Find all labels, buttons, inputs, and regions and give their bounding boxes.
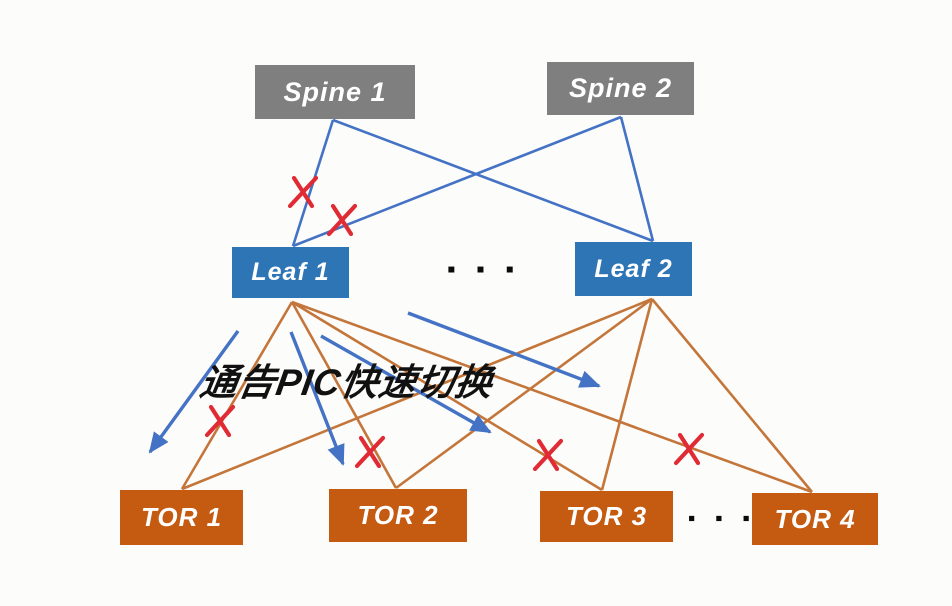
pic-switchover-arrow — [320, 334, 492, 434]
pic-fast-switchover-annotation: 通告PIC快速切换 — [197, 362, 497, 403]
failure-x-icon-spine2-leaf1 — [326, 203, 358, 237]
node-spine2: Spine 2 — [547, 62, 694, 115]
link-spine2-leaf2 — [619, 116, 655, 242]
failure-x-icon-leaf1-tor3 — [532, 438, 564, 472]
node-tor1: TOR 1 — [120, 490, 243, 545]
failure-x-icon-leaf1-tor2 — [354, 435, 386, 469]
node-label-spine2: Spine 2 — [568, 73, 673, 103]
node-tor4: TOR 4 — [752, 493, 878, 545]
node-leaf1: Leaf 1 — [232, 247, 349, 298]
node-spine1: Spine 1 — [255, 65, 415, 119]
node-tor3: TOR 3 — [540, 491, 673, 542]
node-tor2: TOR 2 — [329, 489, 467, 542]
failure-x-icon-leaf1-tor1 — [204, 404, 236, 438]
pic-switchover-arrow — [407, 311, 601, 388]
link-leaf2-tor1 — [181, 297, 653, 491]
node-label-spine1: Spine 1 — [283, 76, 387, 107]
failure-x-icon-leaf1-tor4 — [673, 432, 705, 466]
node-label-tor1: TOR 1 — [140, 502, 223, 532]
tor-row-ellipsis: ▪ ▪ ▪ — [688, 507, 758, 530]
leaf-row-ellipsis: ▪ ▪ ▪ — [447, 256, 521, 283]
link-leaf2-tor4 — [650, 298, 814, 493]
pic-switchover-arrow — [148, 330, 240, 454]
link-leaf1-tor1 — [180, 301, 294, 490]
node-label-tor2: TOR 2 — [357, 500, 439, 530]
link-spine2-leaf1 — [292, 115, 622, 248]
link-leaf2-tor2 — [395, 297, 653, 490]
link-leaf1-tor2 — [290, 301, 398, 489]
link-leaf2-tor3 — [600, 298, 654, 491]
node-label-tor3: TOR 3 — [565, 501, 648, 531]
node-label-tor4: TOR 4 — [774, 503, 856, 534]
failure-x-icon-spine1-leaf1 — [287, 175, 319, 209]
pic-switchover-arrow — [289, 331, 345, 466]
link-leaf1-tor4 — [291, 300, 813, 494]
node-label-leaf2: Leaf 2 — [594, 254, 673, 283]
node-label-leaf1: Leaf 1 — [251, 258, 330, 286]
link-spine1-leaf2 — [332, 118, 654, 243]
node-leaf2: Leaf 2 — [575, 242, 692, 296]
